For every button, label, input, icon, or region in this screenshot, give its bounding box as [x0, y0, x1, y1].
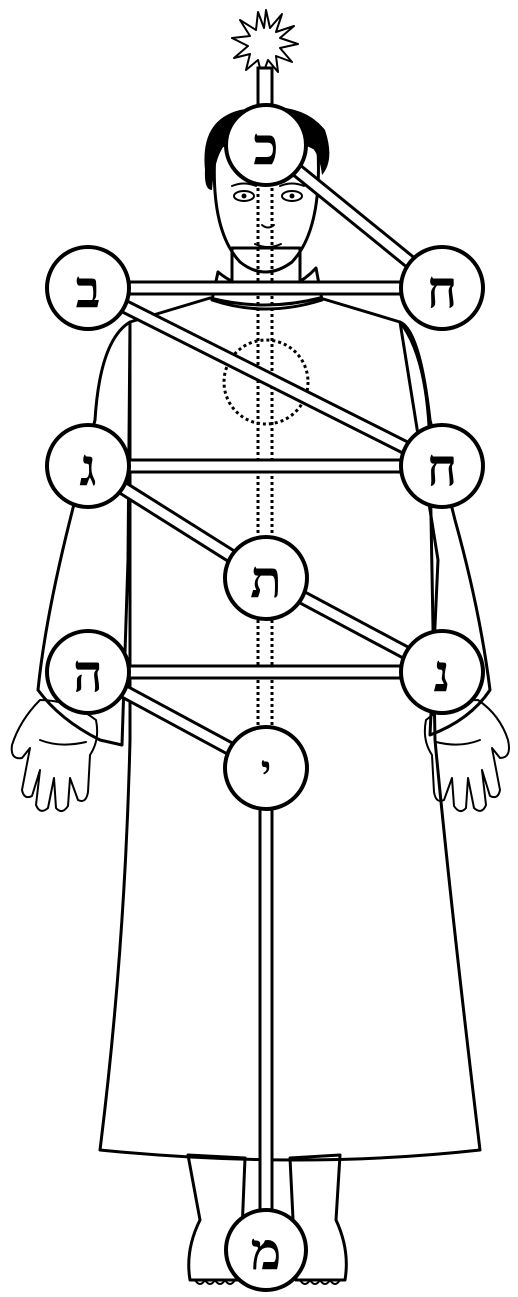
node-right-shoulder: ב	[47, 247, 129, 329]
node-foundation: י	[225, 727, 307, 809]
node-crown-letter: כ	[253, 117, 278, 178]
node-feet: מ	[226, 1210, 306, 1290]
node-right-elbow: ג	[47, 425, 129, 507]
star-icon	[232, 10, 298, 76]
path-right-hand-to-left-hand	[88, 666, 442, 678]
node-foundation-letter: י	[261, 747, 272, 794]
node-right-elbow-letter: ג	[79, 438, 96, 499]
node-right-hand-letter: ה	[73, 644, 103, 705]
node-left-shoulder-letter: ח	[427, 260, 458, 321]
node-center: ת	[225, 537, 307, 619]
node-right-hand: ה	[47, 631, 129, 713]
right-hand-drawing	[12, 700, 97, 811]
path-right-shoulder-to-left-shoulder	[88, 282, 442, 294]
node-left-hand: נ	[401, 631, 483, 713]
node-left-shoulder: ח	[401, 247, 483, 329]
path-right-shoulder-to-left-elbow	[85, 283, 444, 472]
node-left-elbow-letter: ח	[427, 438, 458, 499]
node-crown: כ	[226, 105, 306, 185]
node-feet-letter: מ	[251, 1222, 282, 1283]
node-right-shoulder-letter: ב	[75, 260, 100, 321]
connection-paths	[85, 140, 446, 1250]
path-foundation-to-feet	[260, 768, 272, 1250]
node-left-elbow: ח	[401, 425, 483, 507]
node-left-hand-letter: נ	[434, 644, 451, 705]
robe	[100, 298, 480, 1160]
path-right-elbow-to-left-elbow	[88, 460, 442, 472]
node-center-letter: ת	[250, 550, 282, 611]
